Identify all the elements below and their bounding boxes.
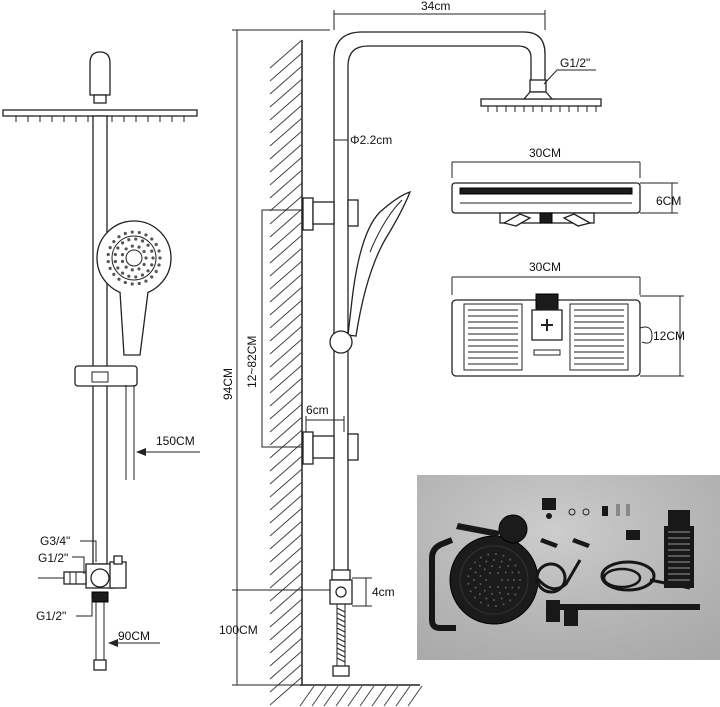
top-cap xyxy=(89,51,111,96)
hose-front xyxy=(125,385,135,480)
hand-shower-handle xyxy=(119,291,149,356)
lower-wall-bracket xyxy=(302,431,314,465)
shelf-front-view: 30CM 12CM xyxy=(451,260,685,377)
upper-wall-bracket xyxy=(302,197,314,231)
tray-width-label: 30CM xyxy=(529,146,561,160)
slider-knob-side xyxy=(329,330,353,354)
supply-hose-front xyxy=(95,602,105,660)
riser-pipe-side xyxy=(333,31,546,570)
hand-shower-side xyxy=(347,190,412,337)
hose-length-90-label: 90CM xyxy=(118,629,150,643)
g12-middle-label: G1/2" xyxy=(38,551,68,565)
height-94-label: 94CM xyxy=(221,368,235,400)
slider-bracket-front xyxy=(74,365,138,387)
pipe-diameter-label: Φ2.2cm xyxy=(350,133,392,147)
g12-lower-label: G1/2" xyxy=(36,609,66,623)
rain-head-front xyxy=(2,109,198,117)
side-view: 94CM 100CM 12~82CM 34cm G1/2" Φ2.2cm xyxy=(219,0,602,707)
tray-depth-label: 12CM xyxy=(653,329,685,343)
diverter-knob xyxy=(109,561,127,589)
rain-head-side xyxy=(480,98,602,107)
bracket-4-label: 4cm xyxy=(372,585,395,599)
supply-hose-side xyxy=(336,604,346,666)
slide-range-label: 12~82CM xyxy=(245,336,259,388)
shelf-side-view: 30CM 6CM xyxy=(451,146,681,227)
g34-label: G3/4" xyxy=(40,534,70,548)
front-view: 150CM G3/4" G1/2" G1/2" 90CM xyxy=(2,51,200,671)
hose-length-150-label: 150CM xyxy=(156,434,195,448)
tray-width-2-label: 30CM xyxy=(529,260,561,274)
photo-shelf xyxy=(664,526,694,588)
g12-top-label: G1/2" xyxy=(560,56,590,70)
height-100-label: 100CM xyxy=(219,623,258,637)
photo-riser-bar xyxy=(548,604,700,610)
tray-height-label: 6CM xyxy=(656,194,681,208)
riser-pipe-front xyxy=(92,115,108,565)
width-34-label: 34cm xyxy=(421,0,450,13)
photo-rain-head xyxy=(449,535,539,625)
product-photo xyxy=(417,475,720,660)
holder-6-label: 6cm xyxy=(306,403,329,417)
